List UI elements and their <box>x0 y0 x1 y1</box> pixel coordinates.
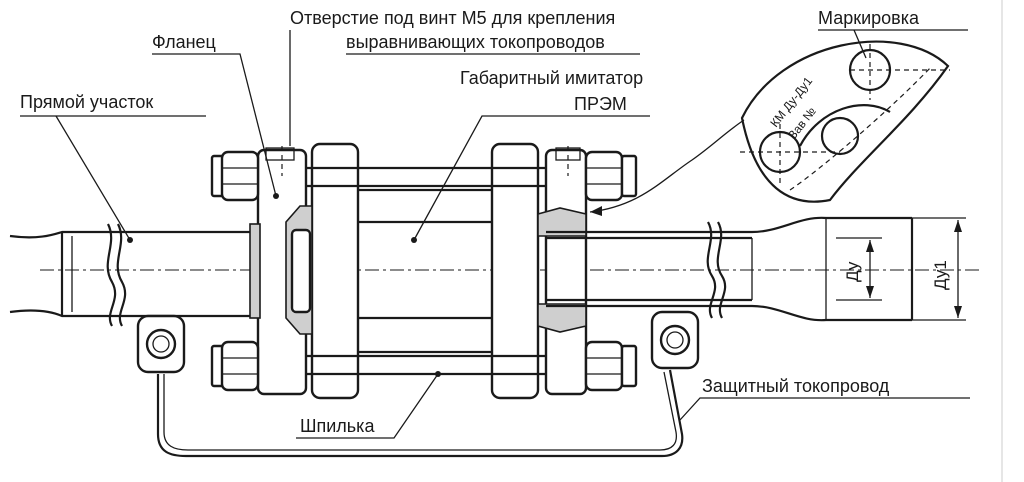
stud-leader <box>296 373 439 439</box>
hole-label-line2: выравнивающих токопроводов <box>346 32 605 52</box>
dimension-du1-label: Ду1 <box>931 260 950 290</box>
dimension-du <box>836 237 882 301</box>
simulator-left-flange <box>310 142 360 400</box>
right-pipe <box>546 216 914 322</box>
right-conductor-lug <box>650 310 700 370</box>
marking-label: Маркировка <box>818 8 920 28</box>
simulator-body <box>306 166 546 376</box>
straight-section-pipe <box>9 223 262 327</box>
marking-detail <box>740 40 950 203</box>
stud-label: Шпилька <box>300 416 375 436</box>
dimension-du-label: Ду <box>843 261 862 282</box>
marking-leader <box>589 119 745 213</box>
left-bottom-nut <box>210 340 260 392</box>
flange-leader <box>152 53 277 197</box>
protective-conductor-label: Защитный токопровод <box>702 376 890 396</box>
flange-label: Фланец <box>152 32 216 52</box>
right-gasket <box>537 207 587 333</box>
straight-section-label: Прямой участок <box>20 92 153 112</box>
left-gasket <box>285 205 313 335</box>
protective-conductor <box>156 369 684 458</box>
simulator-right-flange <box>490 142 540 400</box>
protective-conductor-leader <box>679 397 970 421</box>
hole-label-line1: Отверстие под винт М5 для крепления <box>290 8 615 28</box>
simulator-label-line2: ПРЭМ <box>574 94 627 114</box>
left-top-nut <box>210 150 260 202</box>
right-bottom-nut <box>584 340 638 392</box>
dimension-du1 <box>912 217 966 321</box>
right-flange <box>544 146 588 396</box>
right-top-nut <box>584 150 638 202</box>
simulator-leader <box>413 115 650 241</box>
simulator-label-line1: Габаритный имитатор <box>460 68 643 88</box>
left-conductor-lug <box>136 314 186 374</box>
